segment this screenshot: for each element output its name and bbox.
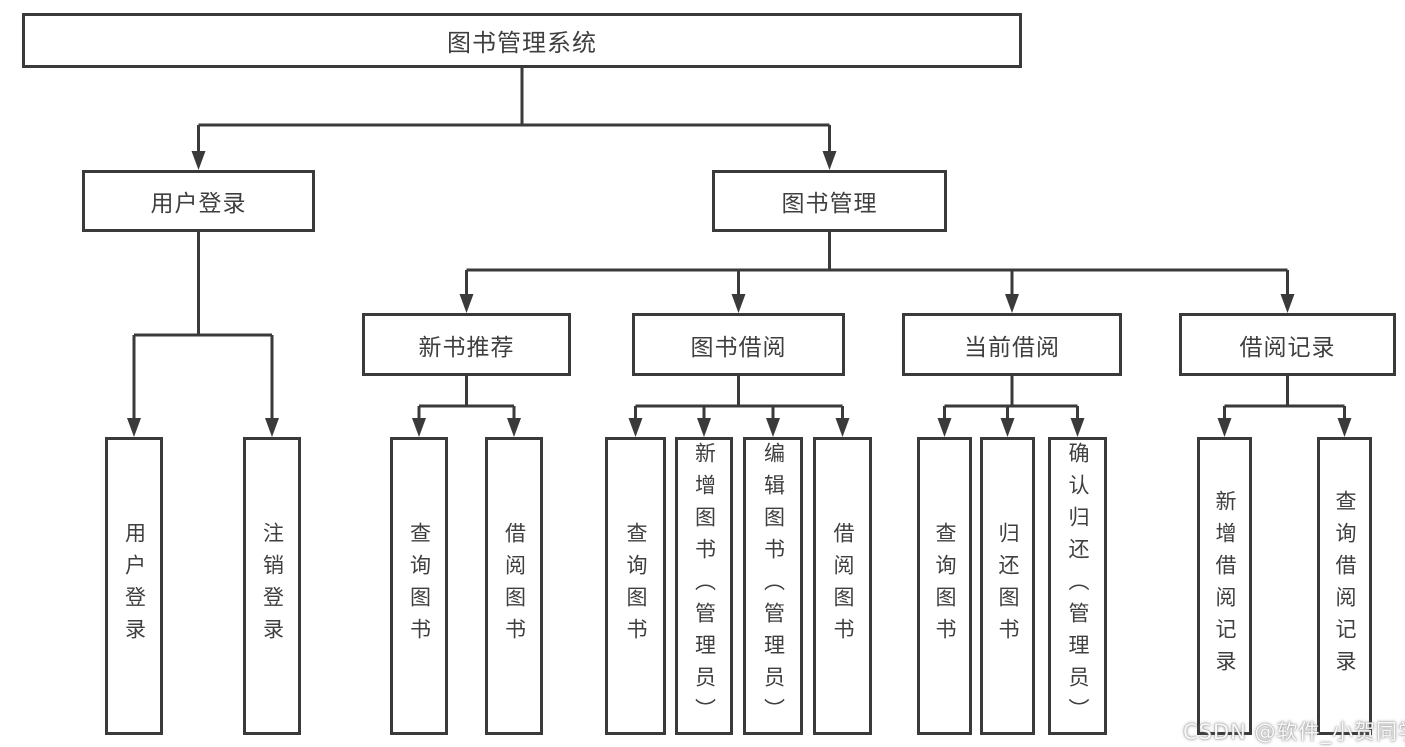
node-root: 图书管理系统 [22, 13, 1022, 68]
node-leaf-add-borrow-record: 新增借阅记录 [1197, 437, 1252, 735]
node-leaf-add-book-admin: 新增图书（管理员） [675, 437, 733, 735]
node-leaf-return-book: 归还图书 [980, 437, 1035, 735]
leaf-label: 确认归还（管理员） [1066, 442, 1090, 730]
leaf-label: 借阅图书 [502, 522, 527, 650]
node-leaf-borrow-books-2: 借阅图书 [813, 437, 872, 735]
node-leaf-query-books-1: 查询图书 [390, 437, 448, 735]
leaf-label: 用户登录 [122, 522, 147, 650]
leaf-label: 归还图书 [996, 522, 1020, 650]
node-leaf-query-books-2: 查询图书 [605, 437, 666, 735]
leaf-label: 新增图书（管理员） [692, 442, 717, 730]
node-current-borrowing: 当前借阅 [902, 313, 1122, 376]
node-leaf-confirm-return-admin: 确认归还（管理员） [1048, 437, 1107, 735]
node-leaf-query-borrow-record: 查询借阅记录 [1317, 437, 1372, 735]
node-leaf-borrow-books-1: 借阅图书 [485, 437, 543, 735]
csdn-watermark: CSDN @软件_小贺同学 [1183, 720, 1405, 744]
leaf-label: 新增借阅记录 [1213, 490, 1237, 682]
leaf-label: 查询借阅记录 [1333, 490, 1357, 682]
node-leaf-edit-book-admin: 编辑图书（管理员） [743, 437, 803, 735]
node-leaf-query-books-3: 查询图书 [917, 437, 972, 735]
leaf-label: 查询图书 [933, 522, 957, 650]
leaf-label: 查询图书 [624, 522, 648, 650]
leaf-label: 借阅图书 [831, 522, 855, 650]
node-new-book-recommend: 新书推荐 [362, 313, 571, 376]
leaf-label: 查询图书 [407, 522, 432, 650]
leaf-label: 注销登录 [260, 522, 285, 650]
node-leaf-user-login: 用户登录 [105, 437, 163, 735]
leaf-label: 编辑图书（管理员） [761, 442, 786, 730]
node-book-borrowing: 图书借阅 [632, 313, 845, 376]
node-borrowing-records: 借阅记录 [1179, 313, 1396, 376]
node-user-login: 用户登录 [82, 170, 315, 232]
node-book-management: 图书管理 [712, 170, 947, 232]
node-leaf-logout: 注销登录 [243, 437, 301, 735]
